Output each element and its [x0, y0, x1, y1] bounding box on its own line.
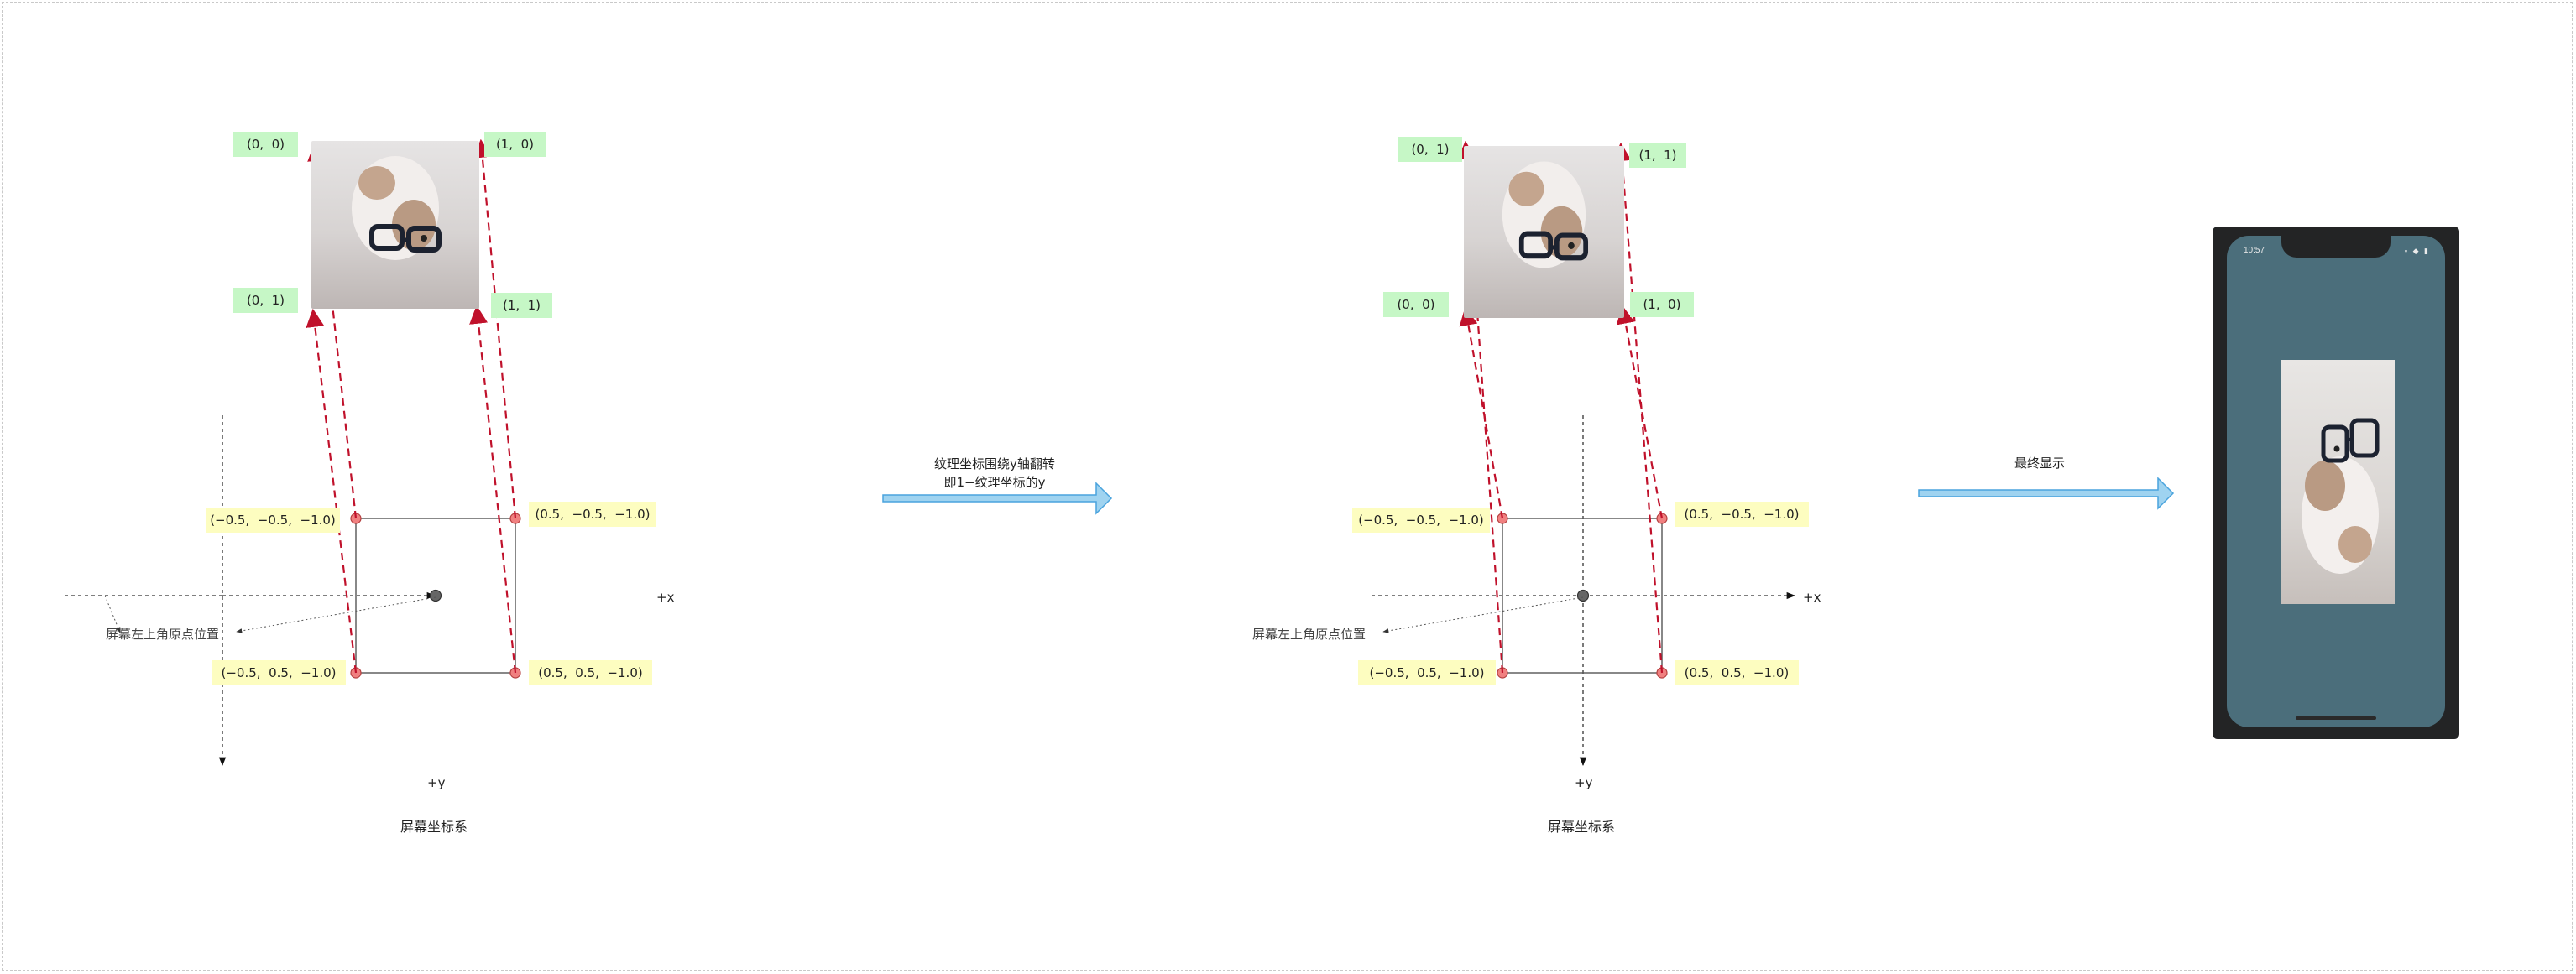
right-screen-rect [1502, 518, 1663, 674]
left-map-line-br [469, 305, 517, 674]
right-tex-coord-top-right: (1, 1) [1629, 143, 1686, 168]
right-origin-note-pointer [1382, 596, 1584, 633]
left-tex-coord-top-right: (1, 0) [484, 132, 546, 157]
right-map-line-tl [1459, 306, 1504, 519]
right-x-axis-label: +x [1803, 590, 1821, 605]
phone-screen: 10:57 ▪ ◆ ▮ [2227, 236, 2445, 727]
right-tex-coord-top-left: (0, 1) [1398, 137, 1462, 162]
left-vertex-label-top-right: (0.5, −0.5, −1.0) [529, 502, 656, 527]
right-origin-note: 屏幕左上角原点位置 [1252, 627, 1366, 642]
middle-flip-arrow [882, 482, 1113, 515]
left-caption: 屏幕坐标系 [400, 819, 468, 835]
right-vertex-label-bottom-left: (−0.5, 0.5, −1.0) [1358, 660, 1496, 685]
left-tex-coord-bottom-right: (1, 1) [491, 293, 552, 318]
left-screen-rect [355, 518, 516, 674]
right-map-line-br [1612, 142, 1664, 674]
phone-mockup: 10:57 ▪ ◆ ▮ [2213, 227, 2459, 739]
final-display-arrow [1918, 477, 2175, 510]
left-map-line-tr [473, 138, 517, 519]
right-vertex-label-bottom-right: (0.5, 0.5, −1.0) [1675, 660, 1799, 685]
right-texture-image [1464, 146, 1624, 318]
phone-notch [2281, 236, 2391, 258]
left-origin-dot [429, 589, 442, 602]
right-tex-coord-bottom-right: (1, 0) [1630, 292, 1694, 317]
phone-status-icons: ▪ ◆ ▮ [2404, 247, 2430, 255]
right-coordinate-system [1371, 415, 1796, 767]
right-y-axis-label: +y [1575, 775, 1593, 790]
final-arrow-label: 最终显示 [2014, 456, 2066, 471]
middle-arrow-line2: 即1−纹理坐标的y [943, 475, 1046, 490]
left-vertex-label-top-left: (−0.5, −0.5, −1.0) [206, 508, 340, 533]
right-map-line-tr [1616, 305, 1664, 519]
middle-arrow-caption: 纹理坐标围绕y轴翻转 即1−纹理坐标的y [911, 455, 1079, 492]
left-texture-image [311, 141, 479, 309]
left-origin-note-pointer [236, 596, 436, 633]
left-y-axis-label: +y [427, 775, 446, 790]
phone-displayed-image [2281, 360, 2395, 604]
right-tex-coord-bottom-left: (0, 0) [1383, 292, 1449, 317]
right-origin-dot [1576, 589, 1590, 602]
left-vertex-label-bottom-right: (0.5, 0.5, −1.0) [529, 660, 652, 685]
middle-arrow-line1: 纹理坐标围绕y轴翻转 [934, 456, 1055, 471]
left-vertex-label-bottom-left: (−0.5, 0.5, −1.0) [212, 660, 346, 685]
right-caption: 屏幕坐标系 [1548, 819, 1616, 835]
right-vertex-label-top-left: (−0.5, −0.5, −1.0) [1352, 508, 1490, 533]
left-x-axis-label: +x [656, 590, 675, 605]
phone-home-indicator [2296, 716, 2376, 720]
left-origin-note: 屏幕左上角原点位置 [106, 627, 220, 642]
left-tex-coord-top-left: (0, 0) [233, 132, 298, 157]
right-vertex-label-top-right: (0.5, −0.5, −1.0) [1675, 502, 1809, 527]
left-map-line-bl [306, 308, 358, 674]
left-tex-coord-bottom-left: (0, 1) [233, 288, 298, 313]
phone-status-time: 10:57 [2244, 246, 2265, 255]
